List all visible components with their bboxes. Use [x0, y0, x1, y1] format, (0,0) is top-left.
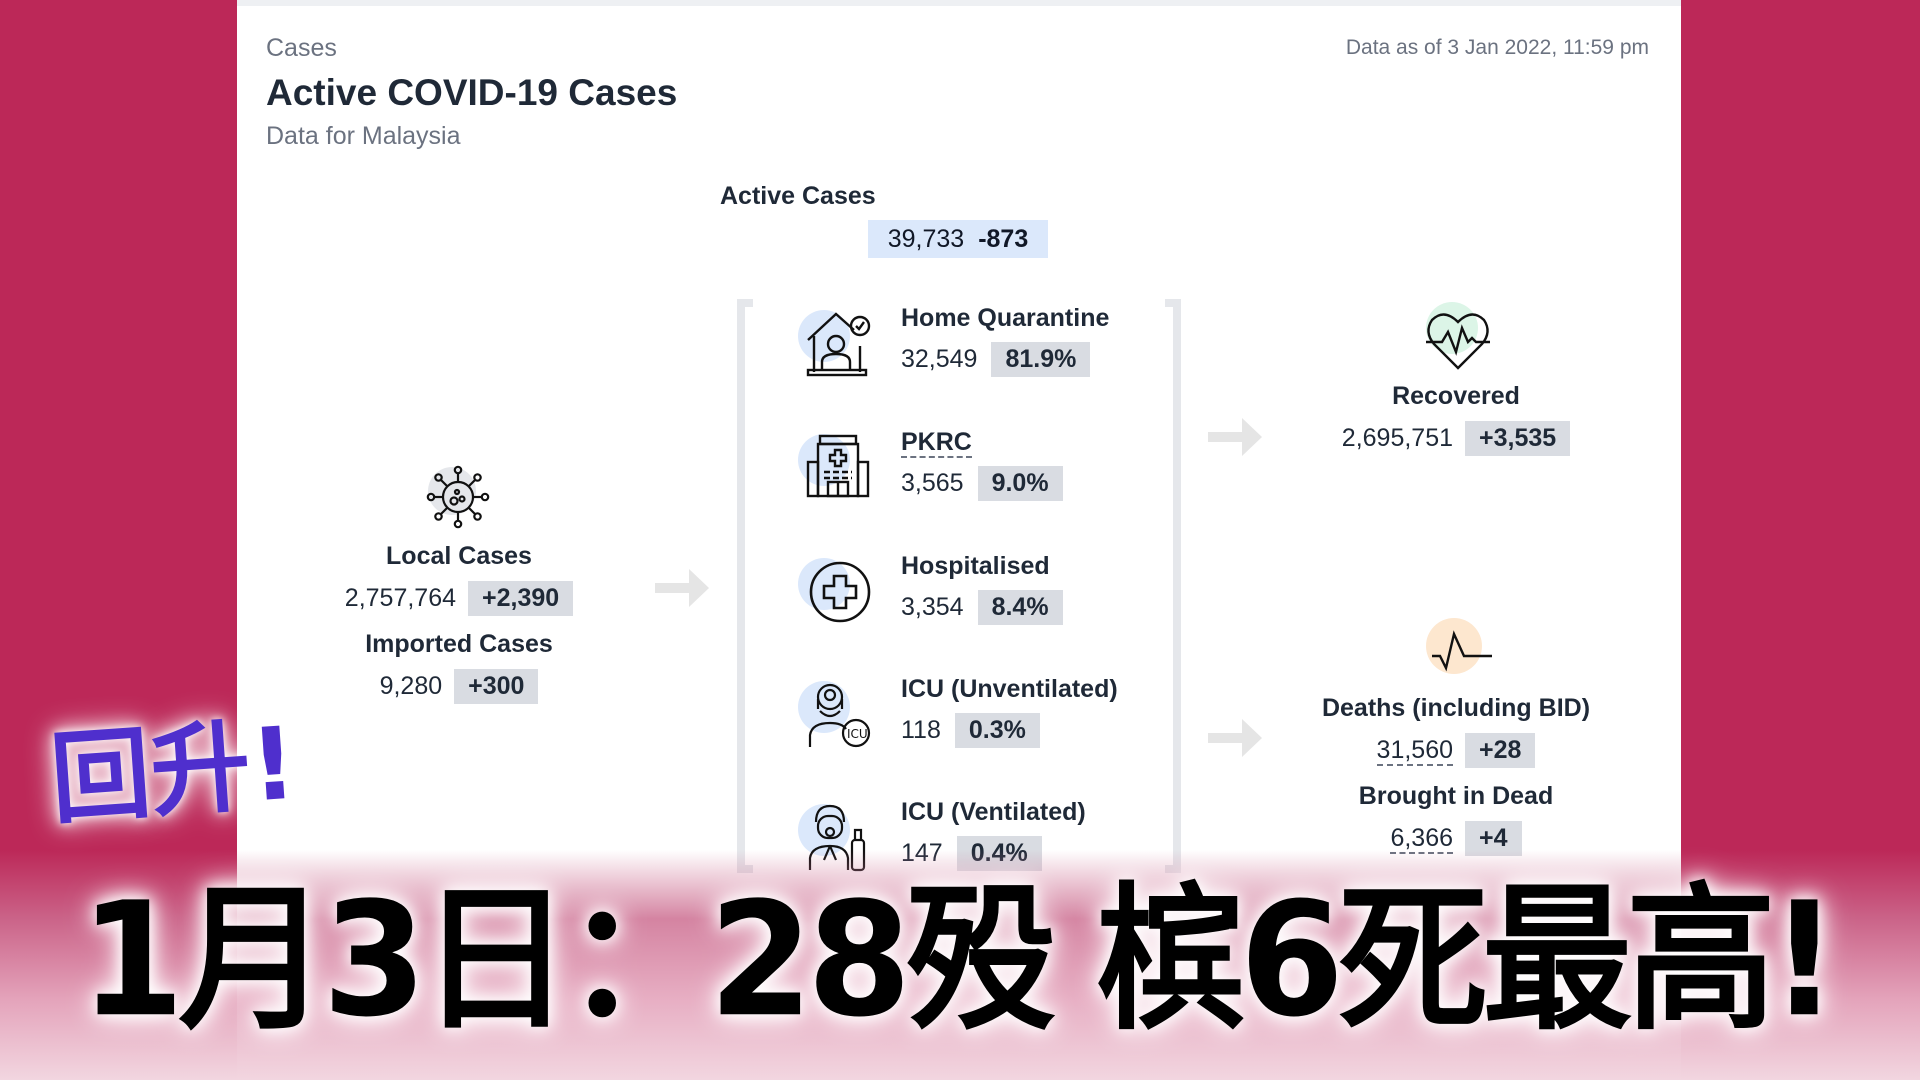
deaths-label: Deaths (including BID)	[1321, 694, 1591, 722]
recovered-delta: +3,535	[1465, 421, 1571, 456]
local-cases-delta: +2,390	[468, 581, 574, 616]
virus-icon	[426, 465, 490, 529]
section-kicker: Cases	[266, 34, 337, 62]
local-cases-value: 2,757,764	[344, 584, 457, 612]
deaths-icon-wrap	[1420, 618, 1496, 678]
hospital-building-icon	[806, 434, 870, 498]
imported-cases-delta: +300	[454, 669, 539, 704]
home-quarantine-icon	[806, 312, 871, 377]
breakdown-pct: 9.0%	[977, 466, 1063, 501]
medical-cross-icon	[809, 561, 871, 623]
breakdown-label: ICU (Ventilated)	[901, 798, 1086, 826]
page-title: Active COVID-19 Cases	[266, 72, 678, 113]
breakdown-value: 118	[901, 716, 941, 744]
breakdown-label: Home Quarantine	[901, 304, 1110, 332]
bottom-gradient-overlay	[0, 850, 1920, 1080]
breakdown-row-home-quarantine: Home Quarantine 32,549 81.9%	[798, 304, 1178, 406]
arrow-right-icon	[1208, 418, 1262, 456]
breakdown-label[interactable]: PKRC	[901, 428, 972, 458]
breakdown-row-hospitalised: Hospitalised 3,354 8.4%	[798, 552, 1178, 654]
breakdown-pct: 0.3%	[954, 713, 1040, 748]
deaths-value[interactable]: 31,560	[1376, 735, 1454, 766]
active-cases-value-box: 39,733 -873	[868, 220, 1048, 258]
breakdown-label: ICU (Unventilated)	[901, 675, 1118, 703]
headline-overlay-text: 1月3日：28殁 槟6死最高!	[80, 869, 1838, 1053]
local-cases-label: Local Cases	[386, 542, 532, 570]
breakdown-value: 3,354	[901, 593, 964, 621]
breakdown-label: Hospitalised	[901, 552, 1050, 580]
active-cases-delta: -873	[978, 224, 1029, 253]
deaths-delta: +28	[1465, 733, 1536, 768]
heartbeat-icon	[1426, 313, 1490, 370]
breakdown-value: 32,549	[901, 345, 978, 373]
active-cases-value: 39,733	[887, 224, 965, 253]
pulse-line-icon	[1432, 630, 1492, 672]
imported-cases-value: 9,280	[379, 672, 443, 700]
imported-cases-label: Imported Cases	[365, 630, 553, 658]
breakdown-row-icu-unventilated: ICU ICU (Unventilated) 118 0.3%	[798, 675, 1178, 777]
bid-label: Brought in Dead	[1358, 782, 1554, 810]
recovered-icon-wrap	[1420, 302, 1496, 378]
page-subtitle: Data for Malaysia	[266, 122, 461, 150]
active-cases-label: Active Cases	[720, 182, 876, 210]
rise-overlay-text: 回升!	[46, 704, 301, 839]
breakdown-pct: 8.4%	[977, 590, 1063, 625]
breakdown-bracket-left	[737, 299, 753, 873]
icu-doctor-icon: ICU	[808, 683, 871, 748]
breakdown-value: 3,565	[901, 469, 964, 497]
arrow-right-icon	[655, 569, 709, 607]
data-timestamp: Data as of 3 Jan 2022, 11:59 pm	[1345, 36, 1649, 59]
local-cases-icon-wrap	[422, 461, 494, 533]
arrow-right-icon	[1208, 719, 1262, 757]
svg-text:ICU: ICU	[847, 727, 868, 741]
recovered-label: Recovered	[1392, 382, 1520, 410]
breakdown-pct: 81.9%	[991, 342, 1091, 377]
recovered-value: 2,695,751	[1341, 424, 1454, 452]
breakdown-row-pkrc: PKRC 3,565 9.0%	[798, 428, 1178, 530]
